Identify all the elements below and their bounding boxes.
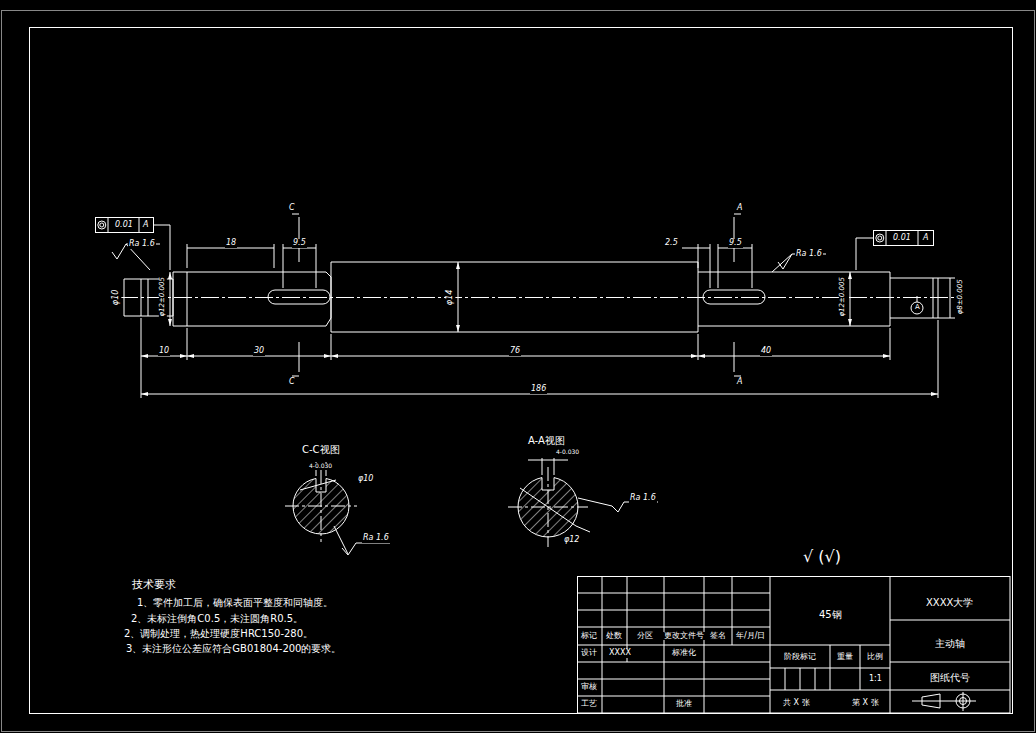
section-mark: A [736, 204, 743, 213]
roughness: Ra 1.6 [795, 250, 823, 259]
table-cell: 阶段标记 [783, 653, 817, 662]
datum-letter: A [922, 234, 929, 243]
roughness-symbol: √ (√) [802, 548, 842, 566]
table-cell: 标记 [580, 632, 598, 641]
table-cell: 重量 [836, 653, 854, 662]
datum-letter: A [142, 221, 149, 230]
dimension: 9.5 [728, 239, 743, 248]
dimension: 40 [760, 347, 772, 356]
table-cell: 标准化 [671, 649, 697, 658]
dimension: 186 [530, 385, 547, 394]
view-title: C-C视图 [301, 444, 341, 455]
dimension: 9.5 [292, 239, 307, 248]
tolerance-dim: 4-0.030 [555, 449, 580, 456]
note: 3、未注形位公差应符合GB01804-200的要求。 [125, 643, 342, 654]
roughness: Ra 1.6 [629, 494, 657, 503]
diameter-dim: φ10 [357, 475, 374, 484]
table-cell: 分区 [636, 632, 654, 640]
roughness: Ra 1.6 [128, 240, 156, 249]
tolerance-dim: 4-0.030 [308, 463, 333, 470]
diameter-dim: φ12±0.005 [839, 276, 847, 317]
gtol-value: 0.01 [892, 234, 912, 243]
note: 1、零件加工后，确保表面平整度和同轴度。 [136, 597, 334, 608]
dimension: 2.5 [664, 239, 679, 248]
note: 2、未标注倒角C0.5，未注圆角R0.5。 [130, 613, 304, 624]
view-title: A-A视图 [527, 435, 566, 446]
material: 45钢 [818, 609, 843, 620]
section-mark: A [736, 378, 743, 387]
table-cell: 签名 [709, 632, 727, 641]
notes-heading: 技术要求 [131, 579, 177, 591]
table-cell: 比例 [866, 653, 884, 662]
table-cell: 年/月/日 [735, 632, 766, 641]
part-name: 主动轴 [934, 638, 966, 649]
dimension: 30 [253, 347, 265, 356]
diameter-dim: φ10 [112, 289, 121, 306]
table-cell: 更改文件号 [663, 632, 705, 640]
school-name: XXXX大学 [925, 597, 974, 608]
diameter-dim: φ12±0.005 [159, 276, 167, 317]
table-cell: XXXX [608, 649, 632, 658]
diameter-dim: φ12 [563, 536, 580, 545]
datum-letter: A [914, 304, 921, 312]
dimension: 76 [509, 347, 521, 356]
section-mark: C [288, 378, 296, 387]
diameter-dim: φ8±0.005 [957, 278, 965, 315]
table-cell: 审核 [580, 683, 598, 692]
gtol-value: 0.01 [114, 221, 134, 230]
table-cell: 共 X 张 [782, 699, 811, 708]
table-cell: 批准 [675, 700, 693, 709]
table-cell: 1:1 [868, 675, 883, 684]
section-mark: C [288, 204, 296, 213]
table-cell: 工艺 [580, 700, 598, 709]
dimension: 10 [158, 347, 170, 356]
table-cell: 处数 [605, 632, 623, 641]
note: 2、调制处理，热处理硬度HRC150-280。 [123, 628, 314, 639]
table-cell: 第 X 张 [851, 699, 880, 708]
table-cell: 设计 [580, 649, 598, 658]
diameter-dim: φ14 [446, 289, 455, 306]
dimension: 18 [225, 239, 237, 248]
roughness: Ra 1.6 [362, 534, 390, 543]
drawing-code: 图纸代号 [929, 672, 971, 683]
